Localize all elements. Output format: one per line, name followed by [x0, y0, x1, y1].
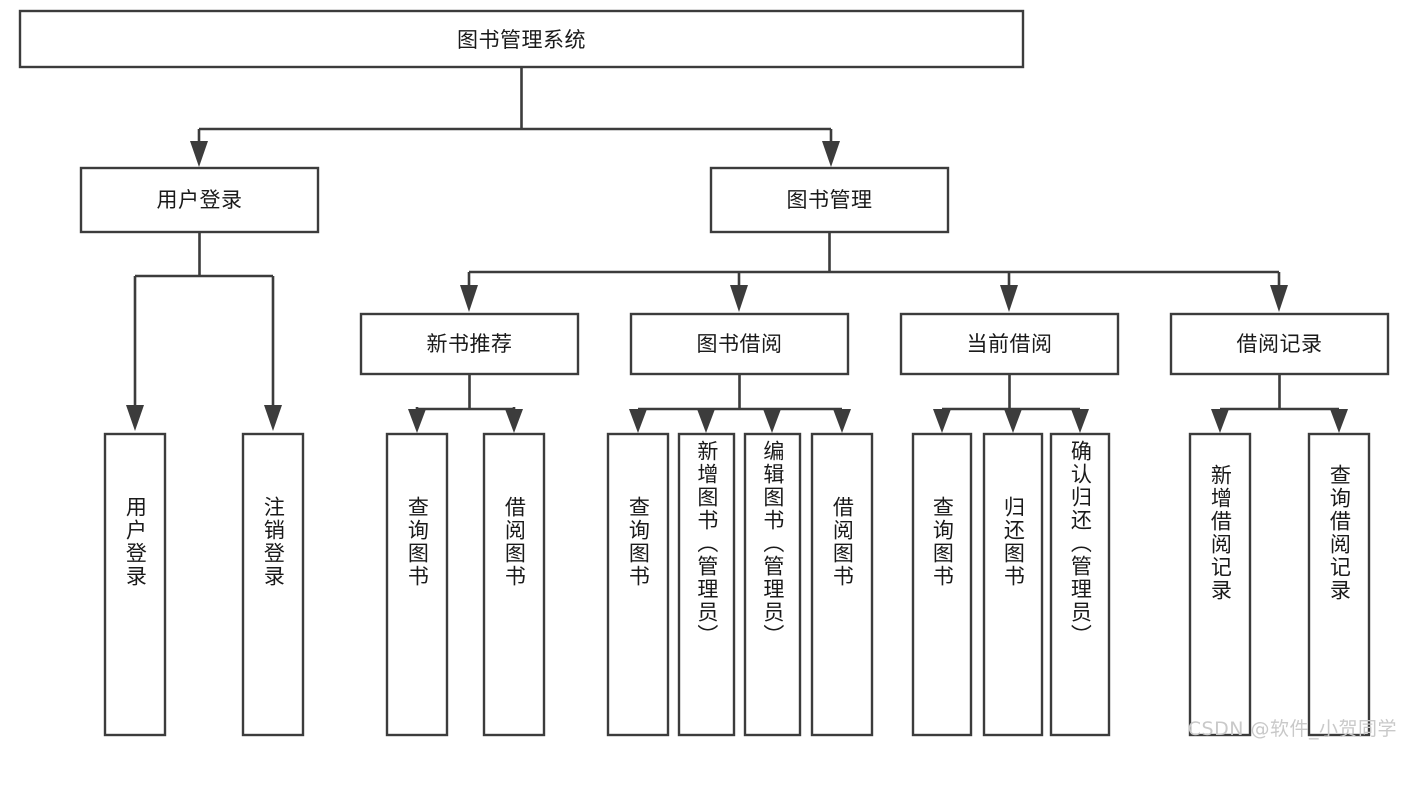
- node-new-book-recommend[interactable]: 新书推荐: [359, 312, 580, 376]
- arrow-to-leaf-borrow-book-1: [505, 409, 523, 433]
- node-user-login-box[interactable]: [79, 166, 320, 234]
- diagram-canvas: 图书管理系统 用户登录 图书管理 新书推荐 图书借阅 当前借阅 借阅记录: [18, 9, 1397, 740]
- node-book-management[interactable]: 图书管理: [709, 166, 950, 234]
- node-book-management-box[interactable]: [709, 166, 950, 234]
- flowchart-svg: 图书管理系统 用户登录 图书管理 新书推荐 图书借阅 当前借阅 借阅记录: [18, 9, 1390, 737]
- leaf-box-query-book-1[interactable]: [385, 432, 449, 737]
- arrow-to-book-manage: [822, 141, 840, 167]
- arrow-to-leaf-edit-book: [763, 409, 781, 433]
- arrow-to-book-borrow: [730, 285, 748, 312]
- leaf-box-query-book-2[interactable]: [606, 432, 670, 737]
- arrow-to-leaf-logout: [264, 405, 282, 431]
- node-book-borrow-box[interactable]: [629, 312, 850, 376]
- leaf-box-edit-book[interactable]: [743, 432, 802, 737]
- connector-new-book-rec-bus: [415, 374, 516, 411]
- node-book-borrow[interactable]: 图书借阅: [629, 312, 850, 376]
- leaf-boxes-group: [103, 432, 1371, 737]
- node-user-login[interactable]: 用户登录: [79, 166, 320, 234]
- arrow-to-current-borrow: [1000, 285, 1018, 312]
- leaf-box-logout[interactable]: [241, 432, 305, 737]
- connector-borrow-record-bus: [1220, 374, 1339, 411]
- leaf-box-return-book[interactable]: [982, 432, 1044, 737]
- leaf-box-query-book-3[interactable]: [911, 432, 973, 737]
- leaf-box-query-record[interactable]: [1307, 432, 1371, 737]
- node-new-book-recommend-box[interactable]: [359, 312, 580, 376]
- arrow-to-new-book-rec: [460, 285, 478, 312]
- connector-book-manage-bus: [467, 232, 1281, 287]
- node-borrow-record[interactable]: 借阅记录: [1169, 312, 1390, 376]
- node-book-management-label: 图书管理: [787, 188, 873, 212]
- connector-root-bus: [197, 67, 833, 143]
- arrow-to-borrow-record: [1270, 285, 1288, 312]
- node-root-box[interactable]: [18, 9, 1025, 69]
- node-current-borrow-box[interactable]: [899, 312, 1120, 376]
- arrow-to-leaf-query-record: [1330, 409, 1348, 433]
- arrow-to-leaf-confirm-return: [1071, 409, 1089, 433]
- node-book-borrow-label: 图书借阅: [697, 332, 783, 356]
- node-user-login-label: 用户登录: [157, 188, 243, 212]
- leaf-box-borrow-book-1[interactable]: [482, 432, 546, 737]
- node-root[interactable]: 图书管理系统: [18, 9, 1025, 69]
- leaf-box-user-login[interactable]: [103, 432, 167, 737]
- arrow-to-user-login: [190, 141, 208, 167]
- leaf-box-borrow-book-2[interactable]: [810, 432, 874, 737]
- node-current-borrow-label: 当前借阅: [967, 332, 1053, 356]
- connector-user-login-bus: [133, 232, 275, 407]
- node-new-book-recommend-label: 新书推荐: [427, 332, 513, 356]
- node-current-borrow[interactable]: 当前借阅: [899, 312, 1120, 376]
- arrow-to-leaf-add-book: [697, 409, 715, 433]
- node-borrow-record-box[interactable]: [1169, 312, 1390, 376]
- arrow-to-leaf-query-book-3: [933, 409, 951, 433]
- connector-current-borrow-bus: [942, 374, 1080, 411]
- connectors-group: [126, 67, 1348, 433]
- arrow-to-leaf-query-book-1: [408, 409, 426, 433]
- arrow-to-leaf-add-record: [1211, 409, 1229, 433]
- leaf-box-add-book[interactable]: [677, 432, 736, 737]
- connector-book-borrow-bus: [638, 374, 842, 411]
- arrow-to-leaf-query-book-2: [629, 409, 647, 433]
- node-root-label: 图书管理系统: [457, 28, 586, 52]
- arrow-to-leaf-return-book: [1004, 409, 1022, 433]
- leaf-box-confirm-return[interactable]: [1049, 432, 1111, 737]
- node-borrow-record-label: 借阅记录: [1237, 332, 1323, 356]
- arrow-to-leaf-user-login: [126, 405, 144, 431]
- leaf-box-add-record[interactable]: [1188, 432, 1252, 737]
- arrow-to-leaf-borrow-book-2: [833, 409, 851, 433]
